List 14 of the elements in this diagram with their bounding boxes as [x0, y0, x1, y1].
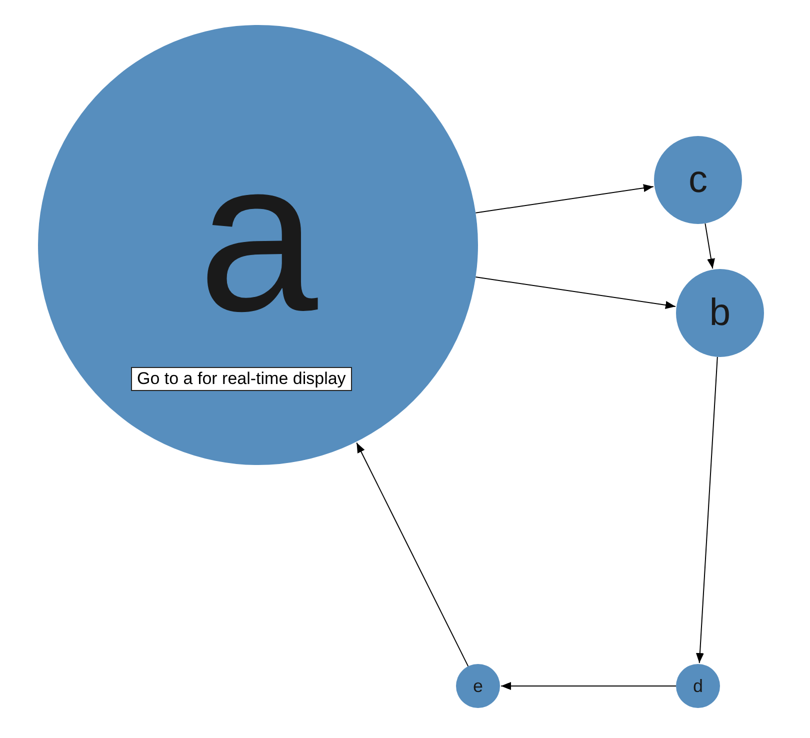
- node-label: c: [688, 161, 708, 199]
- arrow: [696, 356, 718, 664]
- node-label: d: [692, 677, 703, 695]
- link-label-box: Go to a for real-time display: [131, 367, 352, 391]
- node-label: a: [198, 128, 318, 342]
- arrow: [356, 442, 469, 667]
- arrow: [704, 222, 715, 270]
- circle-node: [456, 664, 500, 708]
- arrow: [475, 184, 654, 214]
- node-label: e: [472, 677, 483, 695]
- node-label: b: [709, 294, 731, 332]
- arrow: [475, 276, 676, 309]
- circle-node: [676, 664, 720, 708]
- arrow: [500, 682, 676, 690]
